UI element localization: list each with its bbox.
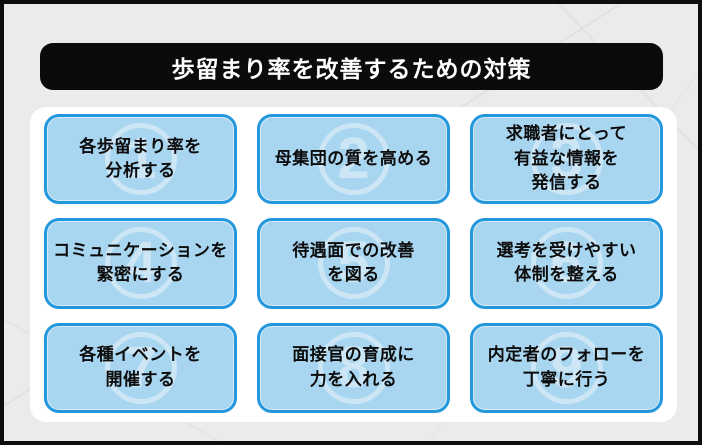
measures-panel: 1 各歩留まり率を 分析する 2 母集団の質を高める 3 求職者にとって 有益な…	[30, 107, 677, 422]
measure-card-5: 5 待遇面での改善 を図る	[257, 218, 450, 309]
measure-card-1: 1 各歩留まり率を 分析する	[44, 114, 237, 205]
measure-card-4-text: コミュニケーションを 緊密にする	[53, 240, 228, 285]
measure-card-9-text: 内定者のフォローを 丁寧に行う	[487, 345, 646, 389]
measure-card-9: 9 内定者のフォローを 丁寧に行う	[470, 322, 663, 413]
title-bar: 歩留まり率を改善するための対策	[40, 43, 663, 90]
measure-card-8: 8 面接官の育成に 力を入れる	[257, 322, 450, 413]
page-title: 歩留まり率を改善するための対策	[171, 55, 532, 82]
measure-card-7: 7 各種イベントを 開催する	[44, 322, 237, 413]
measure-card-6-text: 選考を受けやすい 体制を整える	[496, 240, 637, 285]
measure-card-4: 4 コミュニケーションを 緊密にする	[44, 218, 237, 309]
measure-card-7-text: 各種イベントを 開催する	[79, 345, 202, 389]
measure-card-3: 3 求職者にとって 有益な情報を 発信する	[470, 114, 663, 205]
measure-card-5-text: 待遇面での改善 を図る	[292, 240, 415, 285]
measure-card-2: 2 母集団の質を高める	[257, 114, 450, 205]
measure-card-1-text: 各歩留まり率を 分析する	[79, 136, 202, 181]
measure-card-6: 6 選考を受けやすい 体制を整える	[470, 218, 663, 309]
measure-card-8-text: 面接官の育成に 力を入れる	[292, 345, 415, 389]
measure-card-2-text: 母集団の質を高める	[274, 148, 433, 168]
measure-card-3-text: 求職者にとって 有益な情報を 発信する	[505, 124, 628, 193]
